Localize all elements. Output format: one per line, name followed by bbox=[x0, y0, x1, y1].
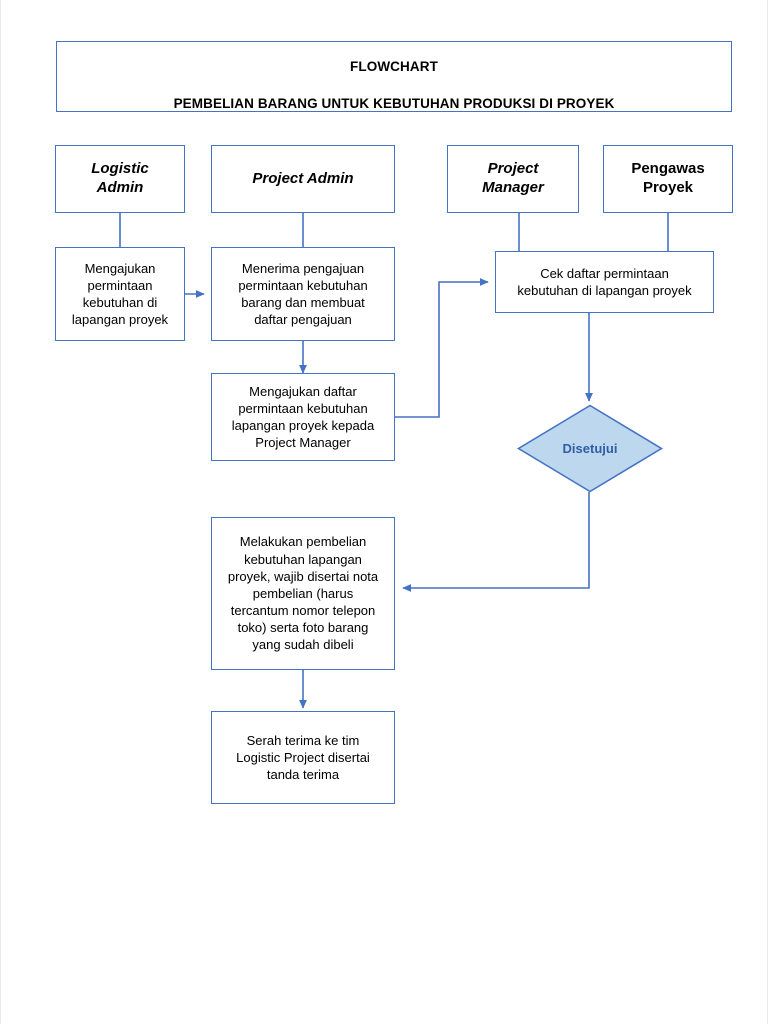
node-label: Mengajukan daftar permintaan kebutuhan l… bbox=[231, 383, 375, 451]
page-title: FLOWCHART PEMBELIAN BARANG UNTUK KEBUTUH… bbox=[57, 40, 731, 113]
node-label: Mengajukan permintaan kebutuhan di lapan… bbox=[71, 260, 169, 328]
node-label: Serah terima ke tim Logistic Project dis… bbox=[236, 732, 370, 783]
flowchart-title-box: FLOWCHART PEMBELIAN BARANG UNTUK KEBUTUH… bbox=[56, 41, 732, 112]
lane-header-project-manager: Project Manager bbox=[447, 145, 579, 213]
node-mengajukan-daftar: Mengajukan daftar permintaan kebutuhan l… bbox=[211, 373, 395, 461]
connector-disetujui-to-pembelian bbox=[402, 492, 590, 592]
lane-header-label: Pengawas Proyek bbox=[631, 160, 705, 196]
node-cek-daftar: Cek daftar permintaan kebutuhan di lapan… bbox=[495, 251, 714, 313]
lane-header-pengawas-proyek: Pengawas Proyek bbox=[603, 145, 733, 213]
node-label: Melakukan pembelian kebutuhan lapangan p… bbox=[227, 534, 379, 653]
lane-header-label: Logistic Admin bbox=[91, 160, 149, 196]
node-disetujui: Disetujui bbox=[517, 404, 663, 493]
node-melakukan-pembelian: Melakukan pembelian kebutuhan lapangan p… bbox=[211, 517, 395, 670]
connector-mengajukandaftar-to-cekdaftar bbox=[395, 278, 489, 418]
lane-header-label: Project Manager bbox=[482, 160, 544, 196]
lane-header-project-admin: Project Admin bbox=[211, 145, 395, 213]
title-line-2: PEMBELIAN BARANG UNTUK KEBUTUHAN PRODUKS… bbox=[173, 95, 615, 111]
node-serah-terima: Serah terima ke tim Logistic Project dis… bbox=[211, 711, 395, 804]
node-menerima-pengajuan: Menerima pengajuan permintaan kebutuhan … bbox=[211, 247, 395, 341]
lane-header-label: Project Admin bbox=[252, 169, 354, 187]
node-mengajukan-permintaan: Mengajukan permintaan kebutuhan di lapan… bbox=[55, 247, 185, 341]
node-label: Cek daftar permintaan kebutuhan di lapan… bbox=[517, 265, 692, 298]
lane-header-logistic-admin: Logistic Admin bbox=[55, 145, 185, 213]
node-label: Menerima pengajuan permintaan kebutuhan … bbox=[238, 260, 368, 328]
diamond-shape bbox=[517, 404, 663, 493]
title-line-1: FLOWCHART bbox=[350, 59, 438, 75]
